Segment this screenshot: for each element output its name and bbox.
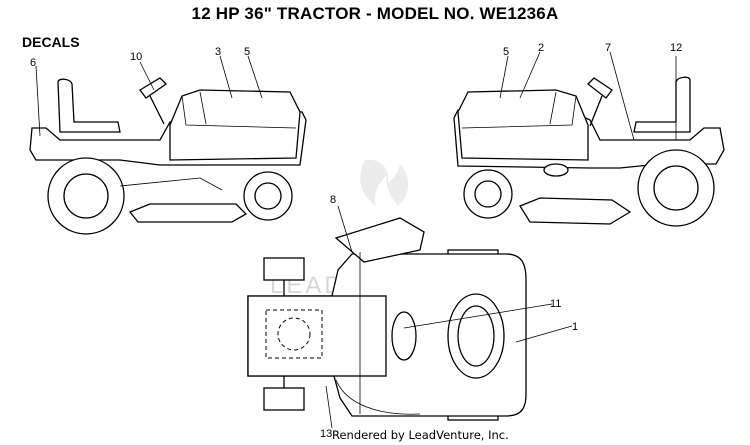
callout-13: 13	[320, 428, 332, 440]
right-side-view	[453, 76, 725, 227]
callout-5-left: 5	[244, 46, 250, 58]
section-label: DECALS	[22, 34, 80, 50]
callout-3: 3	[215, 46, 221, 58]
callouts: 6 10 3 5 5 2 7 12 8 11 1 13	[30, 42, 682, 440]
callout-7: 7	[605, 42, 611, 54]
callout-1: 1	[572, 321, 578, 333]
top-view	[247, 217, 527, 421]
callout-2: 2	[538, 42, 544, 54]
callout-11: 11	[550, 298, 561, 310]
callout-8: 8	[330, 194, 336, 206]
callout-6: 6	[30, 57, 36, 69]
leader-lines	[35, 51, 677, 429]
diagram-title: 12 HP 36" TRACTOR - MODEL NO. WE1236A	[191, 4, 559, 23]
left-side-view	[29, 77, 307, 235]
callout-12: 12	[670, 42, 682, 54]
callout-10: 10	[130, 51, 142, 63]
callout-5-right: 5	[503, 46, 509, 58]
credit-text: Rendered by LeadVenture, Inc.	[332, 428, 509, 442]
